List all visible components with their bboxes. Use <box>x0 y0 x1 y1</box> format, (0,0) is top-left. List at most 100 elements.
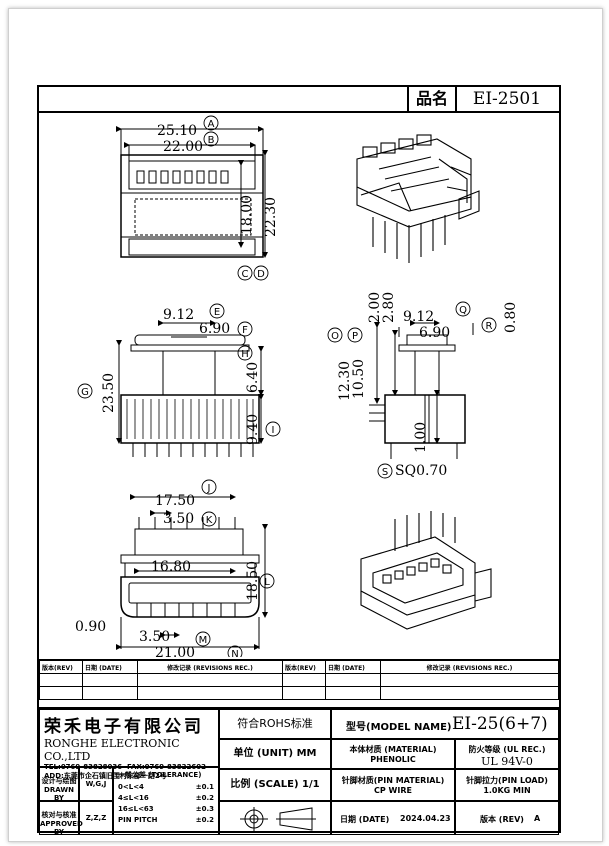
company-block: 荣禾电子有限公司 RONGHE ELECTRONIC CO.,LTD TEL:0… <box>39 709 219 780</box>
revision-header-row: 版本(REV) 日期 (DATE) 修改记录 (REVISIONS REC.) … <box>39 660 559 674</box>
iso-view-top <box>356 134 480 263</box>
model-value: EI-25(6+7) <box>452 714 548 734</box>
scale-cell: 比例 (SCALE) 1/1 <box>219 769 331 801</box>
circle-H: H <box>241 349 249 360</box>
dim-side-280: 2.80 <box>381 292 397 323</box>
drawn-label-cell: 设计与绘图 DRAWN BY <box>39 767 79 802</box>
tolerance-title: 一般公差 (TOLERANCE) <box>118 771 202 779</box>
circle-Q: Q <box>459 305 467 316</box>
circle-O: O <box>331 331 339 342</box>
drawn-en: DRAWN BY <box>44 786 74 802</box>
pin-material-label: 针脚材质(PIN MATERIAL) <box>341 776 445 785</box>
rev-col-header-2: 版本(REV) <box>282 660 326 674</box>
pin-load-label: 针脚拉力(PIN LOAD) <box>466 776 548 785</box>
circle-R: R <box>486 321 493 332</box>
tolerance-block: 一般公差 (TOLERANCE) 0<L<4±0.1 4≤L<16±0.2 16… <box>113 767 219 835</box>
flame-value: UL 94V-0 <box>481 755 533 768</box>
circle-F: F <box>242 325 248 336</box>
circle-E: E <box>214 307 220 318</box>
model-cell: 型号(MODEL NAME) EI-25(6+7) <box>331 709 559 739</box>
bottom-pins <box>136 603 236 617</box>
circle-J: J <box>207 483 211 494</box>
dim-F: 6.90 <box>199 321 230 337</box>
circle-M: M <box>199 635 208 646</box>
dim-A: 25.10 <box>157 123 197 139</box>
rohs-cell: 符合ROHS标准 <box>219 709 331 739</box>
revision-row <box>39 673 559 687</box>
flame-cell: 防火等级 (UL REC.) UL 94V-0 <box>455 739 559 769</box>
dim-I: 9.40 <box>245 414 261 445</box>
material-value: PHENOLIC <box>370 755 416 764</box>
circle-K: K <box>206 515 213 526</box>
top-view <box>116 126 268 258</box>
company-name-en: RONGHE ELECTRONIC CO.,LTD <box>44 737 180 763</box>
dim-side-080: 0.80 <box>503 302 519 333</box>
pin-slots-top <box>136 170 229 184</box>
circle-B: B <box>208 135 215 146</box>
date-col-header-2: 日期 (DATE) <box>325 660 381 674</box>
projection-symbol-cell <box>219 801 331 835</box>
circle-D: D <box>257 269 265 280</box>
rev-label: 版本 (REV) <box>480 815 524 824</box>
date-value: 2024.04.23 <box>400 814 451 823</box>
material-label: 本体材质 (MATERIAL) <box>349 745 437 754</box>
drawn-label: 设计与绘图 <box>41 777 77 785</box>
part-number: EI-2501 <box>472 89 542 109</box>
dim-N: 21.00 <box>155 645 195 657</box>
circle-L: L <box>264 577 270 588</box>
iso-bottom-slots <box>382 558 452 584</box>
dim-J: 17.50 <box>155 493 195 509</box>
dim-side-100: 1.00 <box>413 422 429 453</box>
part-name-label: 品名 <box>407 87 457 111</box>
drawn-value: W,G,J <box>79 767 113 801</box>
dim-1680: 16.80 <box>151 559 191 575</box>
dim-B: 22.00 <box>163 139 203 155</box>
unit-cell: 单位 (UNIT) MM <box>219 739 331 769</box>
revisions-col-header-2: 修改记录 (REVISIONS REC.) <box>380 660 559 674</box>
third-angle-projection-icon <box>240 807 316 831</box>
circle-N: N <box>231 649 238 657</box>
dim-18: 18.00 <box>239 195 255 235</box>
revisions-col-header: 修改记录 (REVISIONS REC.) <box>137 660 283 674</box>
circle-C: C <box>242 269 249 280</box>
dim-side-sq: SQ0.70 <box>395 463 447 479</box>
dim-side-690: 6.90 <box>419 325 450 341</box>
title-block: 荣禾电子有限公司 RONGHE ELECTRONIC CO.,LTD TEL:0… <box>39 707 559 836</box>
approved-en: APPROVED BY <box>40 820 83 836</box>
company-address: ADD:东莞市企石镇旧围村东部一路2号 <box>44 772 167 780</box>
model-label: 型号(MODEL NAME) <box>346 722 452 733</box>
dim-G: 23.50 <box>101 373 117 413</box>
iso-bottom-pins <box>394 511 456 551</box>
material-cell: 本体材质 (MATERIAL) PHENOLIC <box>331 739 455 769</box>
front-ribs <box>126 399 254 439</box>
dim-side-1050: 10.50 <box>351 359 367 399</box>
dim-K: 3.50 <box>163 511 194 527</box>
side-view <box>369 320 474 459</box>
circle-I: I <box>272 425 275 436</box>
rev-cell: 版本 (REV) A <box>455 801 559 835</box>
dim-H: 6.40 <box>245 362 261 393</box>
tolerance-row: 0<L<4±0.1 <box>118 783 214 791</box>
drawing-frame: 品名 EI-2501 <box>37 85 561 836</box>
tolerance-row: 4≤L<16±0.2 <box>118 794 214 802</box>
front-view <box>116 320 264 457</box>
date-cell: 日期 (DATE) 2024.04.23 <box>331 801 455 835</box>
bottom-view <box>116 494 268 650</box>
circle-P: P <box>352 331 358 342</box>
revision-table: 版本(REV) 日期 (DATE) 修改记录 (REVISIONS REC.) … <box>39 659 559 700</box>
drawing-sheet: 品名 EI-2501 <box>8 8 603 842</box>
dim-side-200: 2.00 <box>367 292 383 323</box>
dim-M: 3.50 <box>139 629 170 645</box>
iso-top-pins <box>372 215 446 263</box>
reference-circles <box>77 115 497 657</box>
approved-label: 核对与核准 <box>41 811 77 819</box>
dim-E: 9.12 <box>163 307 194 323</box>
bottom-top-pins <box>138 517 236 529</box>
dim-side-1230: 12.30 <box>337 361 353 401</box>
tolerance-row: 16≤L<63±0.3 <box>118 805 214 813</box>
circle-A: A <box>208 119 215 130</box>
iso-view-bottom <box>360 511 492 630</box>
technical-drawing: 25.10 22.00 18.00 22.30 9.12 6.90 23.50 … <box>75 115 519 657</box>
pin-load-cell: 针脚拉力(PIN LOAD) 1.0KG MIN <box>455 769 559 801</box>
company-name-cn: 荣禾电子有限公司 <box>44 717 204 737</box>
